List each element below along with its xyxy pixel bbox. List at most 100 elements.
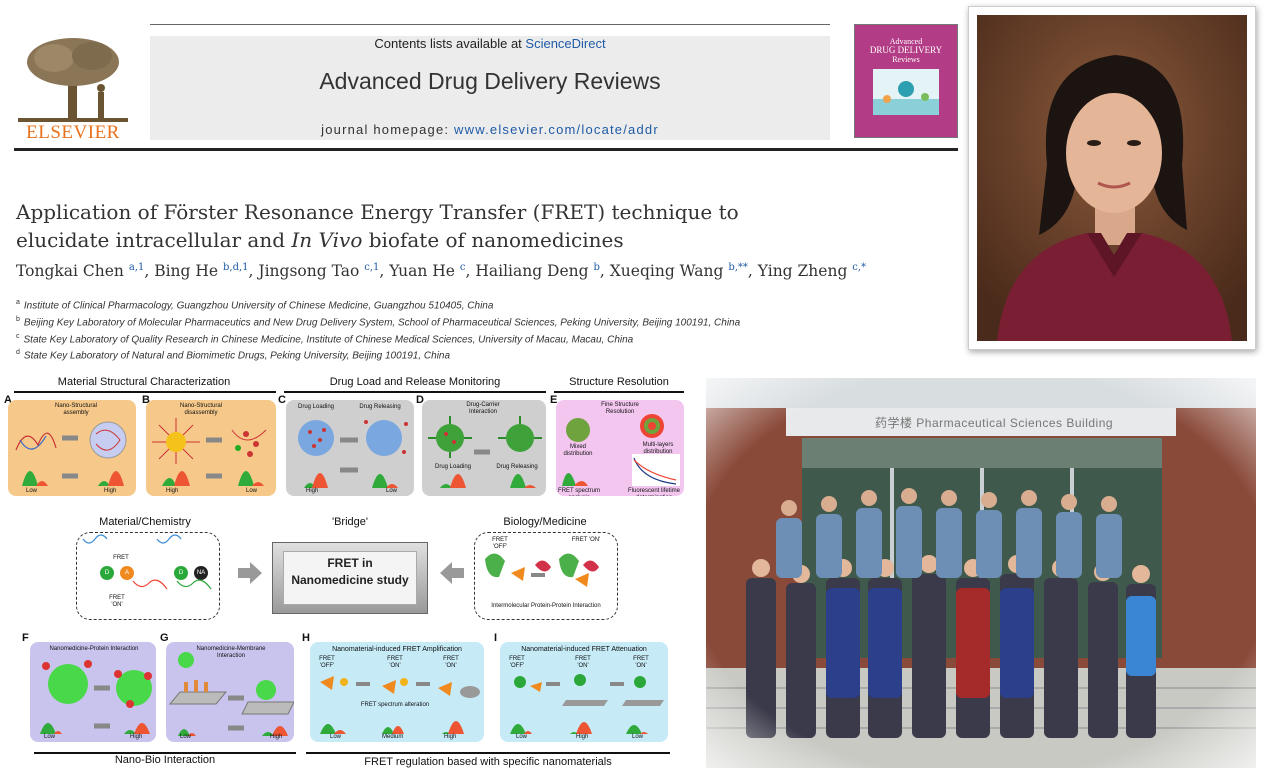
panel-e-fret: FRET spectrum analysis: [558, 488, 600, 496]
fret-in-nanomedicine-box: FRET in Nanomedicine study: [272, 542, 428, 614]
donor-label-2: D: [178, 570, 184, 576]
homepage-link[interactable]: www.elsevier.com/locate/addr: [454, 122, 659, 137]
panel-g-low: Low: [180, 734, 192, 740]
section-nanobio-label: Nano-Bio Interaction: [114, 754, 216, 766]
fret-box-inner: FRET in Nanomedicine study: [283, 551, 417, 605]
group-photo: 药学楼 Pharmaceutical Sciences Building: [706, 378, 1256, 768]
panel-letter-b: B: [142, 394, 150, 406]
panel-g-title: Nanomedicine-Membrane Interaction: [196, 646, 266, 659]
panel-letter-i: I: [494, 632, 498, 644]
material-chemistry-heading: Material/Chemistry: [99, 516, 191, 528]
fret-box-line2: Nanomedicine study: [291, 573, 409, 587]
homepage-line: journal homepage: www.elsevier.com/locat…: [150, 122, 830, 137]
panel-e-title: Fine Structure Resolution: [601, 402, 639, 415]
journal-title: Advanced Drug Delivery Reviews: [319, 68, 661, 94]
author[interactable]: Bing He b,d,1,: [154, 262, 259, 281]
panel-c-low: Low: [386, 488, 398, 494]
author[interactable]: Tongkai Chen a,1,: [16, 262, 155, 281]
article-title-italic: In Vivo: [291, 228, 363, 252]
journal-cover[interactable]: Advanced DRUG DELIVERY Reviews: [854, 24, 958, 138]
panel-i-high: High: [576, 734, 589, 740]
panel-letter-a: A: [4, 394, 12, 406]
section-fret-reg-label: FRET regulation based with specific nano…: [364, 756, 612, 768]
portrait-photo: [977, 15, 1247, 341]
article-title-line2-b: biofate of nanomedicines: [362, 228, 624, 252]
cover-title-2: DRUG DELIVERY: [869, 45, 943, 55]
panel-b-low: Low: [246, 488, 258, 494]
section-structure-rule: [554, 391, 684, 393]
material-chemistry-box: FRET D A D NA FRET 'ON': [76, 532, 220, 620]
cover-title-1: Advanced: [889, 37, 923, 46]
panel-d-t2: Drug Releasing: [496, 464, 538, 470]
sciencedirect-link[interactable]: ScienceDirect: [525, 36, 606, 51]
graphical-abstract-figure: Material Structural Characterization Dru…: [0, 370, 700, 775]
panel-b-title: Nano-Structural disassembly: [179, 403, 223, 416]
panel-i: Nanomaterial-induced FRET Attenuation FR…: [500, 642, 668, 742]
author[interactable]: Hailiang Deng b,: [475, 262, 610, 281]
panel-b: Nano-Structural disassembly High Low: [146, 400, 276, 496]
ppi-label: Intermolecular Protein-Protein Interacti…: [491, 603, 601, 609]
section-structure-label: Structure Resolution: [569, 376, 669, 388]
arrow-left-icon: [440, 562, 464, 584]
panel-b-high: High: [166, 488, 179, 494]
portrait-frame: [968, 6, 1256, 350]
elsevier-tree-icon: [18, 38, 128, 122]
section-material-rule: [14, 391, 276, 393]
panel-h-high: High: [444, 734, 457, 740]
cover-title: Advanced DRUG DELIVERY Reviews: [855, 37, 957, 64]
group-photo-image: [706, 378, 1256, 768]
header-band: [150, 36, 830, 140]
homepage-prefix: journal homepage:: [321, 122, 455, 137]
panel-d-title: Drug-Carrier Interaction: [466, 402, 500, 415]
elsevier-logo[interactable]: ELSEVIER: [14, 34, 132, 144]
section-fret-reg-rule: [306, 752, 670, 754]
panel-letter-d: D: [416, 394, 424, 406]
panel-i-low-2: Low: [632, 734, 644, 740]
header-bottom-rule: [14, 148, 958, 151]
protein-interaction-graphic: [485, 553, 599, 587]
panel-c-t1: Drug Loading: [297, 404, 335, 410]
section-nanobio-rule: [34, 752, 296, 754]
panel-i-low: Low: [516, 734, 528, 740]
section-material-label: Material Structural Characterization: [57, 376, 231, 388]
na-label: NA: [196, 570, 206, 576]
author-list: Tongkai Chen a,1, Bing He b,d,1, Jingson…: [16, 262, 956, 280]
author[interactable]: Ying Zheng c,*: [757, 262, 867, 281]
panel-h-low: Low: [330, 734, 342, 740]
panel-e-graphic: [562, 414, 680, 486]
fret-on-label-2: FRET 'ON': [571, 537, 601, 543]
donor-label: D: [104, 570, 110, 576]
panel-h-alt: FRET spectrum alteration: [360, 702, 430, 708]
panel-i-off: FRET 'OFF': [509, 656, 525, 669]
article-title-line2-a: elucidate intracellular and: [16, 228, 292, 252]
section-drug-rule: [284, 391, 546, 393]
panel-a: Nano-Structural assembly Low High: [8, 400, 136, 496]
panel-d-t1: Drug Loading: [434, 464, 472, 470]
fret-off-label: FRET 'OFF': [492, 537, 508, 550]
panel-a-high: High: [104, 488, 117, 494]
panel-letter-g: G: [160, 632, 169, 644]
panel-e-fluor: Fluorescent lifetime determination: [627, 488, 681, 496]
fret-box-line1: FRET in: [327, 556, 373, 570]
panel-d-graphic: [428, 416, 542, 488]
panel-f-low: Low: [44, 734, 56, 740]
author[interactable]: Jingsong Tao c,1,: [258, 262, 390, 281]
panel-g-high: High: [270, 734, 283, 740]
biology-medicine-box: FRET 'OFF' FRET 'ON' Intermolecular Prot…: [474, 532, 618, 620]
author[interactable]: Xueqing Wang b,**,: [609, 262, 758, 281]
panel-i-title: Nanomaterial-induced FRET Attenuation: [521, 646, 647, 653]
author[interactable]: Yuan He c,: [389, 262, 476, 281]
panel-e-multi: Multi-layers distribution: [642, 442, 674, 455]
panel-f-title: Nanomedicine-Protein Interaction: [49, 646, 139, 652]
panel-f-high: High: [130, 734, 143, 740]
panel-h-graphic: [320, 676, 480, 734]
panel-f-graphic: [40, 660, 152, 734]
section-drug-label: Drug Load and Release Monitoring: [329, 376, 501, 388]
panel-i-on2: FRET 'ON': [633, 656, 649, 669]
panel-d: Drug-Carrier Interaction Drug Loading Dr…: [422, 400, 546, 496]
panel-h: Nanomaterial-induced FRET Amplification …: [310, 642, 484, 742]
header-top-rule: [150, 24, 830, 25]
